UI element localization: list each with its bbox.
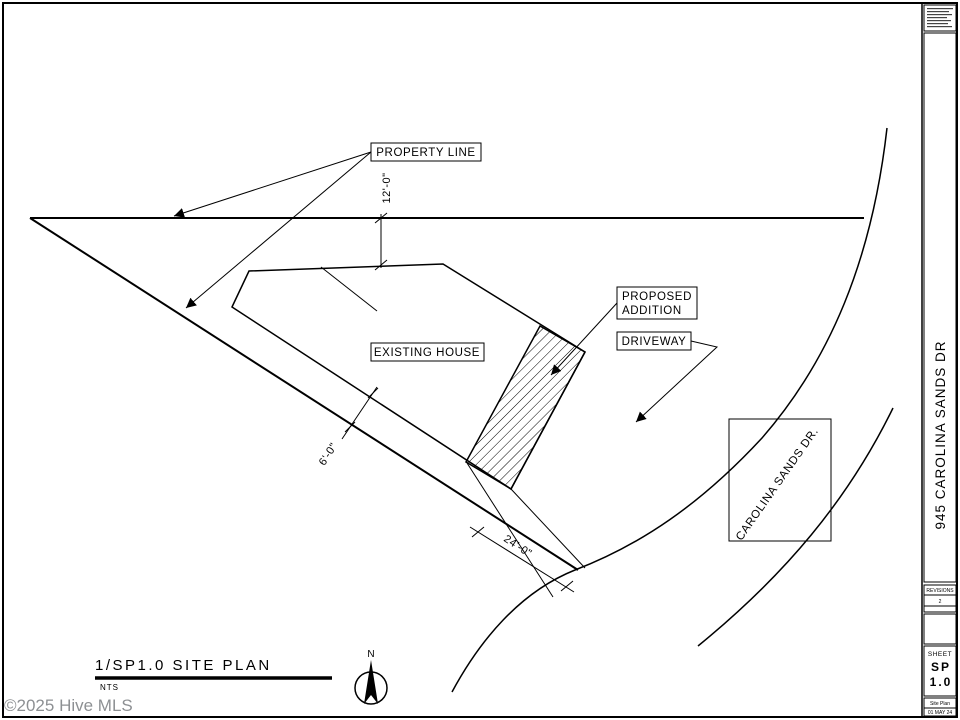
dimension-12ft: 12'-0" xyxy=(374,172,393,271)
north-arrow: N xyxy=(354,649,388,705)
proposed-addition-text-2: ADDITION xyxy=(622,305,682,317)
driveway-edge-left xyxy=(466,462,554,598)
road-curve-outer xyxy=(451,127,888,693)
sheet-number-10: 1.0 xyxy=(930,675,953,689)
north-label: N xyxy=(367,649,374,660)
view-title-text: 1/SP1.0 SITE PLAN xyxy=(95,657,272,674)
dimension-12ft-text: 12'-0" xyxy=(381,172,393,203)
view-title-block: 1/SP1.0 SITE PLAN NTS xyxy=(95,657,332,692)
scale-text: NTS xyxy=(100,683,119,692)
title-block: 945 CAROLINA SANDS DR REVISIONS 2 SHEET … xyxy=(921,3,957,717)
existing-house-text: EXISTING HOUSE xyxy=(374,347,480,359)
sheet-title-panel: Site Plan 01 MAY 24 xyxy=(923,697,957,717)
sheet-panel: SHEET SP 1.0 xyxy=(923,645,957,697)
watermark: ©2025 Hive MLS xyxy=(4,696,133,715)
label-proposed-addition: PROPOSED ADDITION xyxy=(550,286,698,376)
sheet-number-sp: SP xyxy=(931,660,951,674)
firm-info-block xyxy=(923,4,957,32)
sheet-title: Site Plan xyxy=(930,701,950,707)
revisions-panel: REVISIONS 2 xyxy=(923,584,957,613)
revisions-label: REVISIONS xyxy=(926,588,954,594)
road-curve-inner xyxy=(697,407,894,647)
proposed-addition-text-1: PROPOSED xyxy=(622,291,692,303)
titleblock-address: 945 CAROLINA SANDS DR xyxy=(933,340,948,529)
house-interior-line xyxy=(320,266,378,312)
driveway-edge-right xyxy=(510,488,586,569)
label-driveway: DRIVEWAY xyxy=(616,331,719,423)
property-line-text: PROPERTY LINE xyxy=(376,147,475,159)
sheet-date: 01 MAY 24 xyxy=(928,710,952,716)
sheet-label: SHEET xyxy=(928,651,952,658)
label-existing-house: EXISTING HOUSE xyxy=(370,342,485,362)
revision-value: 2 xyxy=(939,599,942,605)
house-outline xyxy=(231,263,586,491)
driveway-text: DRIVEWAY xyxy=(622,336,687,348)
property-line-diagonal xyxy=(29,217,579,571)
label-property-line: PROPERTY LINE xyxy=(173,142,482,309)
revision-rows-empty xyxy=(923,613,957,645)
north-needle xyxy=(364,660,378,704)
